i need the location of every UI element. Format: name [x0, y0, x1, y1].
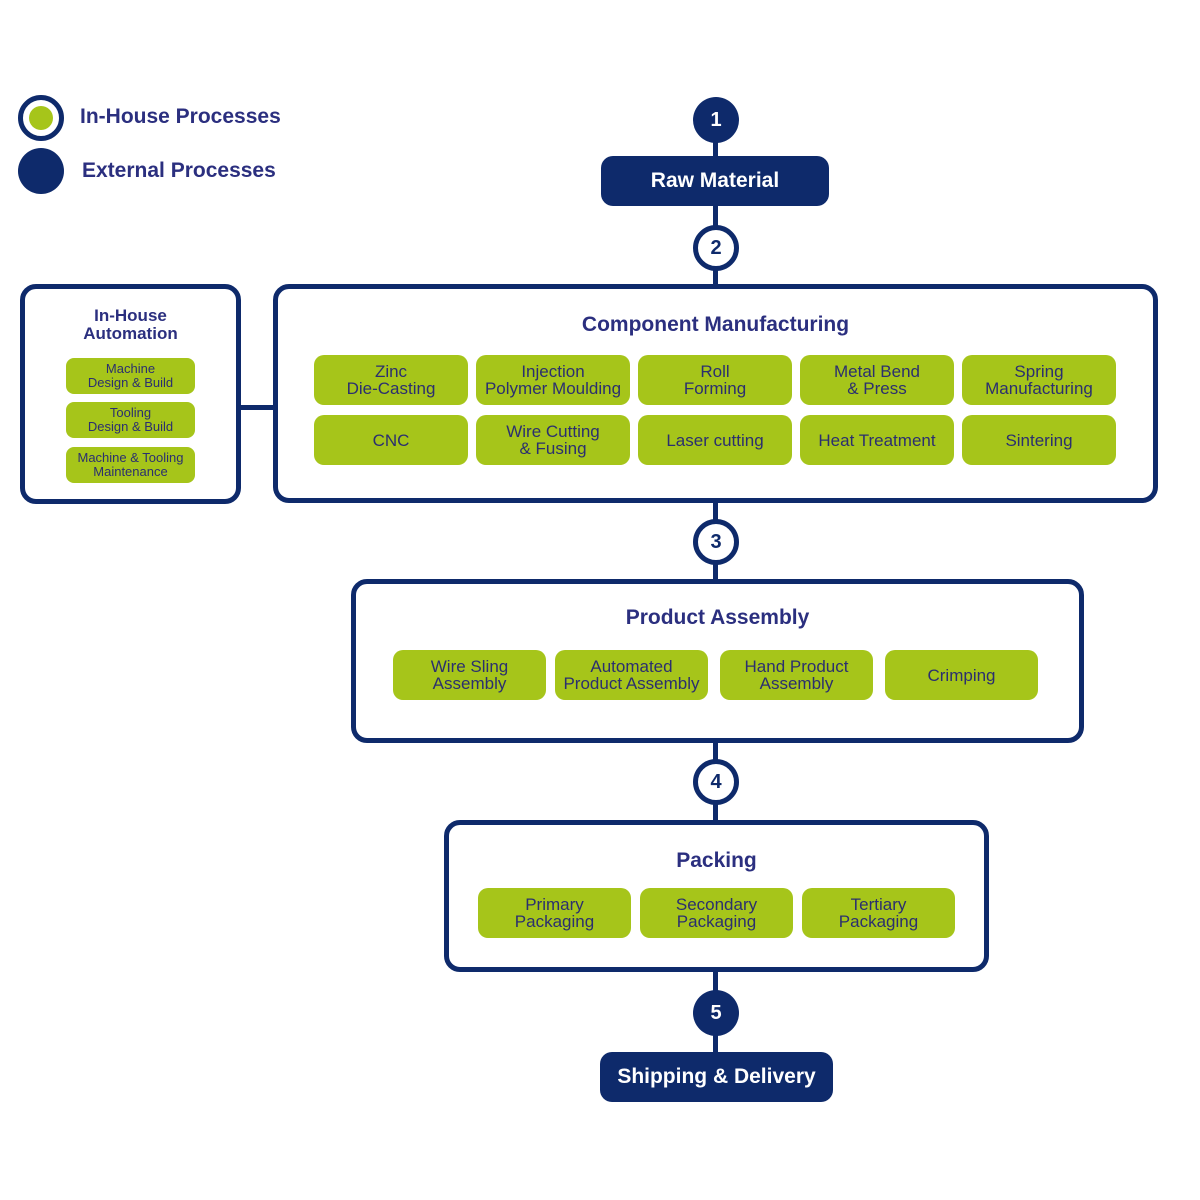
machine-tooling-maintenance-button[interactable]: Machine & Tooling Maintenance: [66, 447, 195, 483]
automated-product-assembly-button[interactable]: Automated Product Assembly: [555, 650, 708, 700]
injection-polymer-moulding-button[interactable]: Injection Polymer Moulding: [476, 355, 630, 405]
step-5-badge: 5: [693, 990, 739, 1036]
cnc-button[interactable]: CNC: [314, 415, 468, 465]
automation-connector-line: [238, 405, 278, 410]
step-2-badge: 2: [693, 225, 739, 271]
roll-forming-button[interactable]: Roll Forming: [638, 355, 792, 405]
shipping-delivery-stage[interactable]: Shipping & Delivery: [600, 1052, 833, 1102]
machine-design-build-button[interactable]: Machine Design & Build: [66, 358, 195, 394]
tertiary-packaging-button[interactable]: Tertiary Packaging: [802, 888, 955, 938]
tooling-design-build-button[interactable]: Tooling Design & Build: [66, 402, 195, 438]
wire-cutting-fusing-button[interactable]: Wire Cutting & Fusing: [476, 415, 630, 465]
component-manufacturing-title: Component Manufacturing: [581, 313, 850, 336]
primary-packaging-button[interactable]: Primary Packaging: [478, 888, 631, 938]
raw-material-stage[interactable]: Raw Material: [601, 156, 829, 206]
crimping-button[interactable]: Crimping: [885, 650, 1038, 700]
spring-manufacturing-button[interactable]: Spring Manufacturing: [962, 355, 1116, 405]
product-assembly-title: Product Assembly: [625, 606, 810, 629]
step-4-badge: 4: [693, 759, 739, 805]
hand-product-assembly-button[interactable]: Hand Product Assembly: [720, 650, 873, 700]
in-house-legend-label: In-House Processes: [80, 105, 281, 128]
heat-treatment-button[interactable]: Heat Treatment: [800, 415, 954, 465]
wire-sling-assembly-button[interactable]: Wire Sling Assembly: [393, 650, 546, 700]
packing-title: Packing: [676, 849, 757, 872]
secondary-packaging-button[interactable]: Secondary Packaging: [640, 888, 793, 938]
step-3-badge: 3: [693, 519, 739, 565]
metal-bend-press-button[interactable]: Metal Bend & Press: [800, 355, 954, 405]
step-1-badge: 1: [693, 97, 739, 143]
sintering-button[interactable]: Sintering: [962, 415, 1116, 465]
zinc-die-casting-button[interactable]: Zinc Die-Casting: [314, 355, 468, 405]
external-legend-label: External Processes: [82, 159, 276, 182]
laser-cutting-button[interactable]: Laser cutting: [638, 415, 792, 465]
in-house-legend-icon: [18, 95, 64, 141]
external-legend-icon: [18, 148, 64, 194]
in-house-automation-title: In-House Automation: [83, 306, 178, 343]
